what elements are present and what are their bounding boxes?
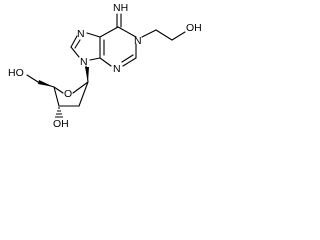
chemical-structure: NH N N N N OH O HO OH — [8, 2, 202, 130]
label-oh-ethyl: OH — [186, 22, 202, 34]
bond-ch2-oh — [171, 31, 186, 41]
label-imine-nh: NH — [113, 2, 128, 14]
label-n9: N — [80, 56, 88, 68]
bond-o4prime-c4prime — [53, 86, 64, 94]
wedge-c1prime-n9 — [85, 67, 89, 82]
bond-c2-n3 — [122, 57, 137, 67]
label-n1: N — [134, 35, 142, 47]
bond-n9-c4 — [89, 57, 101, 61]
bond-c1prime-o4prime — [72, 81, 89, 94]
bond-ch2-ch2 — [155, 29, 173, 41]
bond-n3-c4 — [99, 57, 112, 67]
bond-c5-c6 — [99, 26, 119, 38]
wedge-c4prime-c5prime — [38, 80, 54, 87]
label-n7: N — [77, 28, 85, 40]
bond-c6-n1 — [117, 26, 137, 38]
label-n3: N — [113, 63, 121, 75]
label-ho-sugar: HO — [8, 67, 24, 79]
bond-c5prime-ho — [26, 74, 39, 83]
bond-c2-n3-double — [121, 54, 134, 63]
label-oh-sugar: OH — [53, 118, 69, 130]
bond-c5-n7 — [86, 32, 101, 38]
bond-c8-n9 — [70, 46, 80, 58]
bond-c4prime-c3prime — [53, 86, 60, 107]
hashed-bond-c3prime-oh — [55, 107, 63, 118]
atom-labels: NH N N N N OH O HO OH — [8, 2, 202, 130]
bond-n7-c8-double — [74, 39, 81, 49]
bonds — [26, 13, 186, 118]
bond-n1-ch2 — [141, 29, 157, 38]
bond-c2prime-c1prime — [78, 81, 89, 107]
bond-n7-c8 — [70, 35, 78, 48]
label-ring-o: O — [64, 88, 72, 100]
